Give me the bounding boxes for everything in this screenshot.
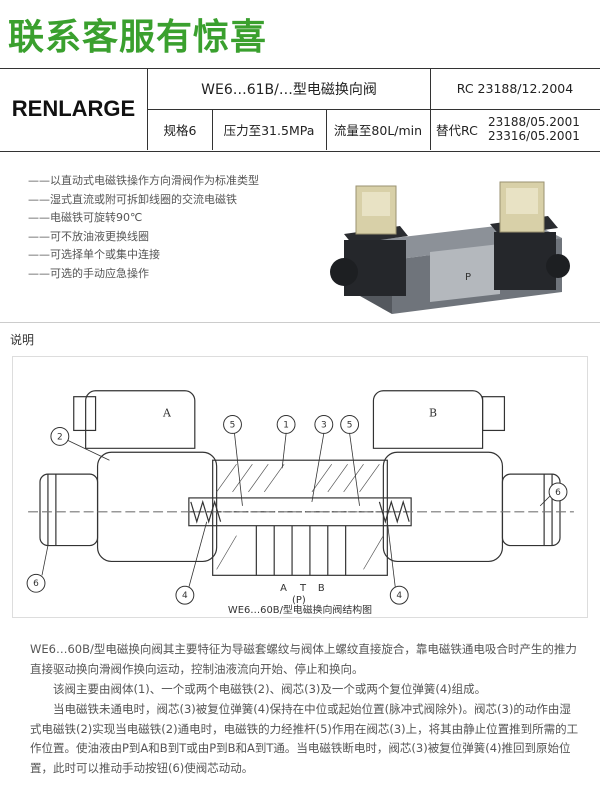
solenoid-b-label: B: [429, 407, 437, 420]
callout-2: 2: [57, 432, 63, 442]
solenoid-a-label: A: [162, 407, 171, 420]
header-divider: [430, 109, 431, 150]
list-item: ——以直动式电磁铁操作方向滑阀作为标准类型: [28, 174, 259, 187]
port-label-a: A: [280, 583, 287, 594]
diagram-caption: WE6…60B/型电磁换向阀结构图: [228, 603, 372, 616]
description-paragraph: 该阀主要由阀体(1)、一个或两个电磁铁(2)、阀芯(3)及一个或两个复位弹簧(4…: [53, 682, 487, 696]
spec-size: 规格6: [163, 123, 197, 138]
header-divider: [148, 109, 600, 110]
replace-standards: 23188/05.2001 23316/05.2001: [488, 115, 580, 143]
header-divider: [212, 109, 213, 150]
spec-flow: 流量至80L/min: [333, 123, 423, 138]
section-title: 说明: [10, 333, 35, 347]
replace-standard-1: 23188/05.2001: [488, 115, 580, 129]
standard-number: RC 23188/12.2004: [456, 81, 574, 96]
callout-3: 3: [321, 420, 327, 430]
list-item: ——可不放油液更换线圈: [28, 229, 149, 243]
description-paragraph: 当电磁铁未通电时，阀芯(3)被复位弹簧(4)保持在中位或起始位置(脉冲式阀除外)…: [30, 702, 579, 775]
callout-4: 4: [396, 591, 402, 601]
list-item: ——电磁铁可旋转90℃: [28, 211, 143, 224]
port-label-p: (P): [292, 595, 306, 606]
callout-5: 5: [230, 420, 236, 430]
section-divider: [0, 322, 600, 323]
replace-label: 替代RC: [436, 123, 478, 138]
svg-text:P: P: [465, 272, 471, 283]
spec-pressure: 压力至31.5MPa: [223, 123, 315, 138]
callout-5: 5: [347, 420, 353, 430]
brand-logo: RENLARGE: [0, 68, 148, 150]
promo-banner-text: 联系客服有惊喜: [8, 17, 268, 58]
list-item: ——可选的手动应急操作: [28, 266, 149, 280]
list-item: ——可选择单个或集中连接: [28, 248, 160, 261]
callout-6: 6: [33, 579, 39, 589]
promo-banner: 联系客服有惊喜: [0, 0, 600, 64]
header-divider: [326, 109, 327, 150]
port-label-b: B: [318, 583, 325, 594]
replace-standard-2: 23316/05.2001: [488, 129, 580, 143]
port-label-t: T: [299, 583, 307, 594]
list-item: ——湿式直流或附可拆卸线圈的交流电磁铁: [28, 192, 237, 206]
product-title: WE6…61B/…型电磁换向阀: [201, 81, 377, 98]
callout-1: 1: [283, 420, 289, 430]
feature-list: ——以直动式电磁铁操作方向滑阀作为标准类型 ——湿式直流或附可拆卸线圈的交流电磁…: [28, 172, 318, 283]
description-paragraph: WE6…60B/型电磁换向阀其主要特征为导磁套螺纹与阀体上螺纹直接旋合，靠电磁铁…: [30, 642, 577, 676]
callout-4: 4: [182, 591, 188, 601]
header-divider: [430, 68, 431, 109]
callout-6: 6: [555, 488, 561, 498]
valve-structure-diagram: A B A T B (P) 1 2 3 4 4 5 5 6 6: [12, 356, 588, 618]
spec-header-table: [0, 68, 600, 152]
valve-product-photo: P: [330, 181, 570, 314]
